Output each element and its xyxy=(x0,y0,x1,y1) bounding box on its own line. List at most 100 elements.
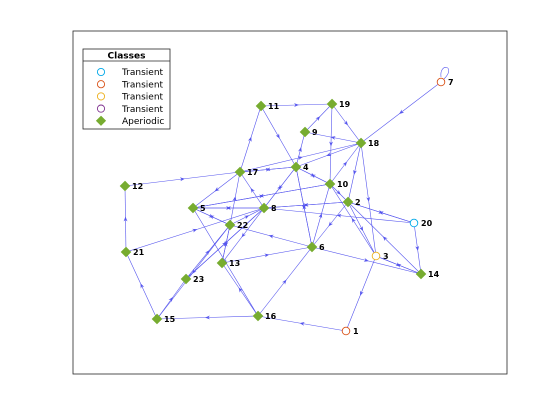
node-6-marker xyxy=(306,241,318,253)
edge-8-4 xyxy=(263,166,297,209)
node-16: 16 xyxy=(252,310,277,322)
edge-17-5 xyxy=(192,171,241,209)
edge-9-19 xyxy=(304,103,333,133)
node-19-marker xyxy=(326,98,338,110)
node-8-label: 8 xyxy=(271,204,277,213)
node-1-marker xyxy=(341,326,351,336)
node-2-marker xyxy=(342,196,354,208)
edge-7-7 xyxy=(440,67,450,80)
node-21: 21 xyxy=(120,246,145,258)
node-11-marker xyxy=(255,100,267,112)
node-2-label: 2 xyxy=(355,198,361,207)
edge-18-3 xyxy=(360,142,377,257)
node-18-marker xyxy=(355,137,367,149)
edge-16-6 xyxy=(257,246,313,317)
legend-marker-0 xyxy=(96,67,106,77)
node-7-label: 7 xyxy=(448,78,454,87)
legend-label-3: Transient xyxy=(121,105,164,115)
node-20-marker xyxy=(409,218,419,228)
edge-10-18 xyxy=(329,142,362,185)
edge-22-17 xyxy=(229,171,241,226)
legend-marker-3 xyxy=(96,104,106,113)
edge-18-2 xyxy=(347,142,362,203)
node-20: 20 xyxy=(409,218,433,228)
node-9: 9 xyxy=(299,126,318,138)
node-4: 4 xyxy=(290,161,309,173)
node-14: 14 xyxy=(415,268,440,280)
edge-11-19 xyxy=(260,103,333,107)
node-22-label: 22 xyxy=(237,221,248,230)
node-23-label: 23 xyxy=(193,275,204,284)
legend-marker-2 xyxy=(96,92,106,101)
edge-22-8 xyxy=(229,207,265,226)
edge-4-17 xyxy=(239,166,297,173)
legend-box xyxy=(82,48,171,130)
edge-23-22 xyxy=(185,224,231,280)
node-3: 3 xyxy=(371,251,389,261)
legend-label-2: Transient xyxy=(121,93,164,103)
node-3-marker xyxy=(371,251,381,261)
node-11: 11 xyxy=(255,100,280,112)
node-3-label: 3 xyxy=(383,252,389,261)
edge-17-11 xyxy=(239,105,262,173)
node-4-marker xyxy=(290,161,302,173)
node-13-label: 13 xyxy=(229,259,240,268)
node-19-label: 19 xyxy=(339,100,351,109)
edge-2-3 xyxy=(347,201,377,257)
node-12: 12 xyxy=(119,180,143,192)
edge-18-4 xyxy=(295,142,362,168)
node-16-marker xyxy=(252,310,264,322)
node-2: 2 xyxy=(342,196,361,208)
edge-17-18 xyxy=(239,142,362,173)
node-1-label: 1 xyxy=(353,327,359,336)
legend-marker-4 xyxy=(95,115,107,126)
edge-6-22 xyxy=(229,224,313,248)
node-14-marker xyxy=(415,268,427,280)
edge-8-2 xyxy=(263,201,349,209)
node-14-label: 14 xyxy=(428,270,440,279)
edges-layer xyxy=(123,67,450,332)
edge-20-8 xyxy=(263,207,415,224)
node-10-marker xyxy=(324,178,336,190)
edge-6-14 xyxy=(311,246,422,275)
node-13-marker xyxy=(216,257,228,269)
node-17-label: 17 xyxy=(247,168,258,177)
edge-10-4 xyxy=(295,166,331,185)
node-22: 22 xyxy=(224,219,248,231)
edge-16-13 xyxy=(221,262,259,317)
edge-11-4 xyxy=(260,105,297,168)
node-18: 18 xyxy=(355,137,380,149)
node-8-marker xyxy=(258,202,270,214)
node-4-label: 4 xyxy=(303,163,309,172)
node-18-label: 18 xyxy=(368,139,380,148)
edge-3-1 xyxy=(345,255,377,332)
node-7: 7 xyxy=(436,77,454,87)
edge-19-10 xyxy=(329,103,333,185)
node-21-label: 21 xyxy=(133,248,145,257)
node-9-label: 9 xyxy=(312,128,318,137)
node-20-label: 20 xyxy=(421,219,433,228)
node-8: 8 xyxy=(258,202,277,214)
edge-19-18 xyxy=(331,103,362,144)
edge-20-14 xyxy=(413,222,422,275)
node-15-label: 15 xyxy=(164,315,176,324)
node-7-marker xyxy=(436,77,446,87)
node-6: 6 xyxy=(306,241,325,253)
node-10-label: 10 xyxy=(337,180,349,189)
node-15: 15 xyxy=(151,313,176,325)
node-19: 19 xyxy=(326,98,351,110)
edge-13-6 xyxy=(221,246,313,264)
legend: Classes TransientTransientTransientTrans… xyxy=(82,48,171,130)
node-21-marker xyxy=(120,246,132,258)
node-23-marker xyxy=(180,273,192,285)
legend-label-0: Transient xyxy=(121,68,164,78)
legend-title: Classes xyxy=(108,52,146,62)
edge-10-2 xyxy=(329,183,349,203)
edge-1-16 xyxy=(257,315,347,332)
node-9-marker xyxy=(299,126,311,138)
node-5: 5 xyxy=(187,202,206,214)
edge-22-5 xyxy=(192,207,231,226)
node-23: 23 xyxy=(180,273,204,285)
edge-2-20 xyxy=(347,201,415,224)
